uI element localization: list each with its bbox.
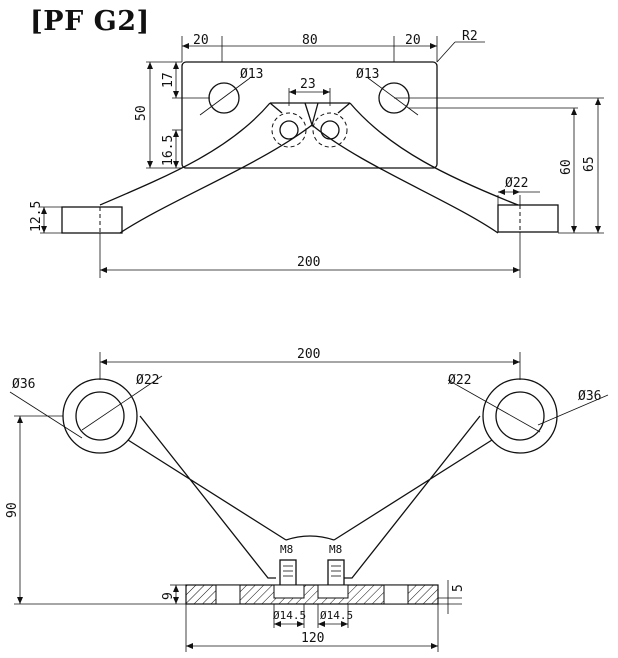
dim-w-mid: 80 [302, 33, 318, 48]
boss-left-outer [271, 112, 307, 148]
tube-left [61, 206, 123, 234]
base-hole-left [215, 584, 241, 605]
dim-bore-left: Ø14.5 [273, 609, 306, 622]
base-hole-right [383, 584, 409, 605]
front-arm-right [333, 415, 493, 579]
mount-plate [181, 61, 438, 169]
center-notch [269, 102, 351, 128]
ring-right-outer [482, 378, 558, 454]
dim-plate-h: 9 [161, 592, 176, 600]
dim-h-top: 17 [161, 72, 176, 88]
dim-w-right: 20 [405, 33, 421, 48]
dim-spacing: 23 [300, 77, 316, 92]
ring-right-inner [495, 391, 545, 441]
dim-ring-inner-right: Ø22 [448, 373, 471, 388]
bolt-left [279, 559, 297, 587]
bolt-right [327, 559, 345, 587]
dim-h-total: 50 [134, 105, 149, 121]
dim-thick: 12.5 [29, 201, 44, 232]
dim-hole-right: Ø13 [356, 67, 379, 82]
boss-right-inner [320, 120, 340, 140]
arm-left-top [99, 102, 271, 206]
dim-w-left: 20 [193, 33, 209, 48]
dim-h65: 65 [582, 156, 597, 172]
dim-bolt-left: M8 [280, 543, 293, 556]
base-bore-right [317, 584, 349, 599]
dim-bore-right: Ø14.5 [320, 609, 353, 622]
front-view: M8 M8 200 Ø36 Ø22 Ø22 Ø36 90 9 [5, 347, 609, 652]
front-center-arc [285, 535, 335, 541]
dim-span-top: 200 [297, 255, 320, 270]
dim-bolt-right: M8 [329, 543, 342, 556]
arm-right-bottom [311, 124, 499, 234]
dim-step: 5 [451, 584, 466, 592]
base-bore-left [273, 584, 305, 599]
drawing-title: [PF G2] [30, 6, 150, 37]
front-arm-left [127, 415, 287, 579]
dim-h60: 60 [559, 159, 574, 175]
ring-left-outer [62, 378, 138, 454]
dim-ring-outer-left: Ø36 [12, 377, 35, 392]
dim-ring-inner-left: Ø22 [136, 373, 159, 388]
dim-radius: R2 [462, 29, 478, 44]
dim-base-w: 120 [301, 631, 324, 646]
ring-left-inner [75, 391, 125, 441]
tube-right [497, 204, 559, 233]
dim-h-bottom: 16.5 [161, 135, 176, 166]
arm-left-bottom [119, 124, 313, 234]
dim-height: 90 [5, 502, 20, 518]
boss-right-outer [312, 112, 348, 148]
base-plate [185, 584, 439, 605]
arm-right-top [349, 102, 519, 206]
hole-left [208, 82, 240, 114]
top-view: 20 80 20 R2 50 17 16.5 Ø13 Ø13 23 60 65 [29, 29, 604, 278]
dim-tube: Ø22 [505, 176, 528, 191]
dim-span-front: 200 [297, 347, 320, 362]
boss-left-inner [279, 120, 299, 140]
dim-hole-left: Ø13 [240, 67, 263, 82]
dim-ring-outer-right: Ø36 [578, 389, 601, 404]
